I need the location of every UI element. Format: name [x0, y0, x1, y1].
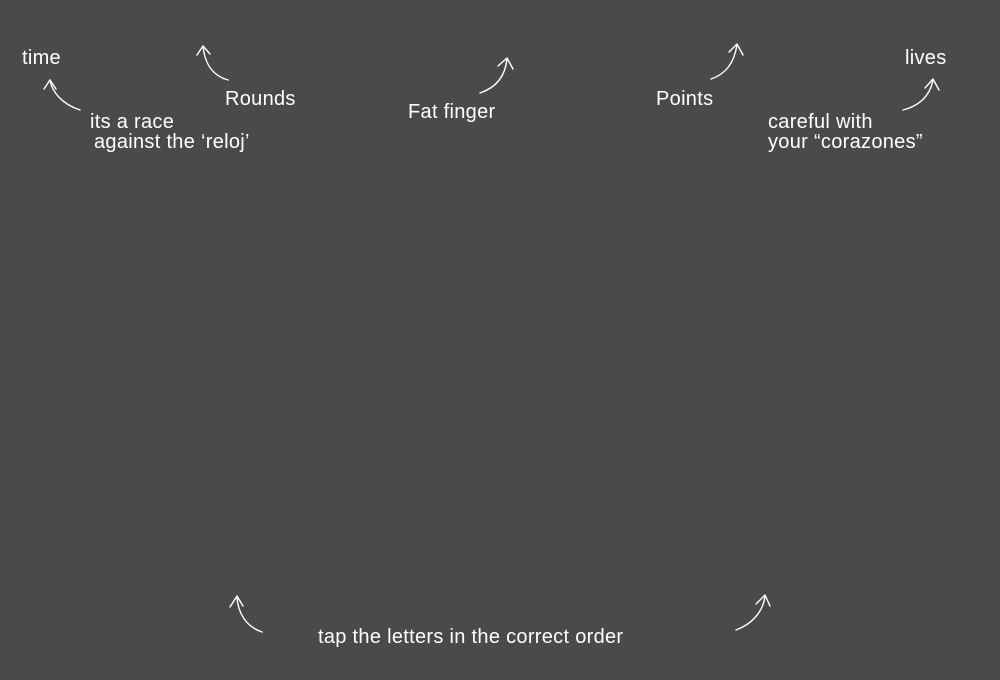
time-hint-note-line2: against the ‘reloj’ — [94, 131, 250, 153]
instruction-text: tap the letters in the correct order — [318, 626, 624, 648]
lives-hint-note: careful with your “corazones” — [768, 112, 923, 152]
arrow-to-rounds-icon — [196, 45, 229, 81]
lives-hint-note-line1: careful with — [768, 111, 873, 133]
arrow-to-time-icon — [43, 79, 81, 111]
arrow-to-fat-finger-icon — [479, 57, 514, 94]
arrow-to-lives-icon — [902, 78, 940, 111]
lives-hint-note-line2: your “corazones” — [768, 131, 923, 153]
time-hint-label: time — [22, 47, 61, 69]
points-hint-label: Points — [656, 88, 714, 110]
time-hint-note: its a race against the ‘reloj’ — [90, 112, 250, 152]
arrow-to-points-icon — [710, 43, 744, 80]
arrow-bottom-right-icon — [735, 594, 771, 631]
fat-finger-hint-label: Fat finger — [408, 101, 496, 123]
arrow-bottom-left-icon — [229, 595, 263, 633]
time-hint-note-line1: its a race — [90, 111, 175, 133]
rounds-hint-label: Rounds — [225, 88, 296, 110]
lives-hint-label: lives — [905, 47, 947, 69]
